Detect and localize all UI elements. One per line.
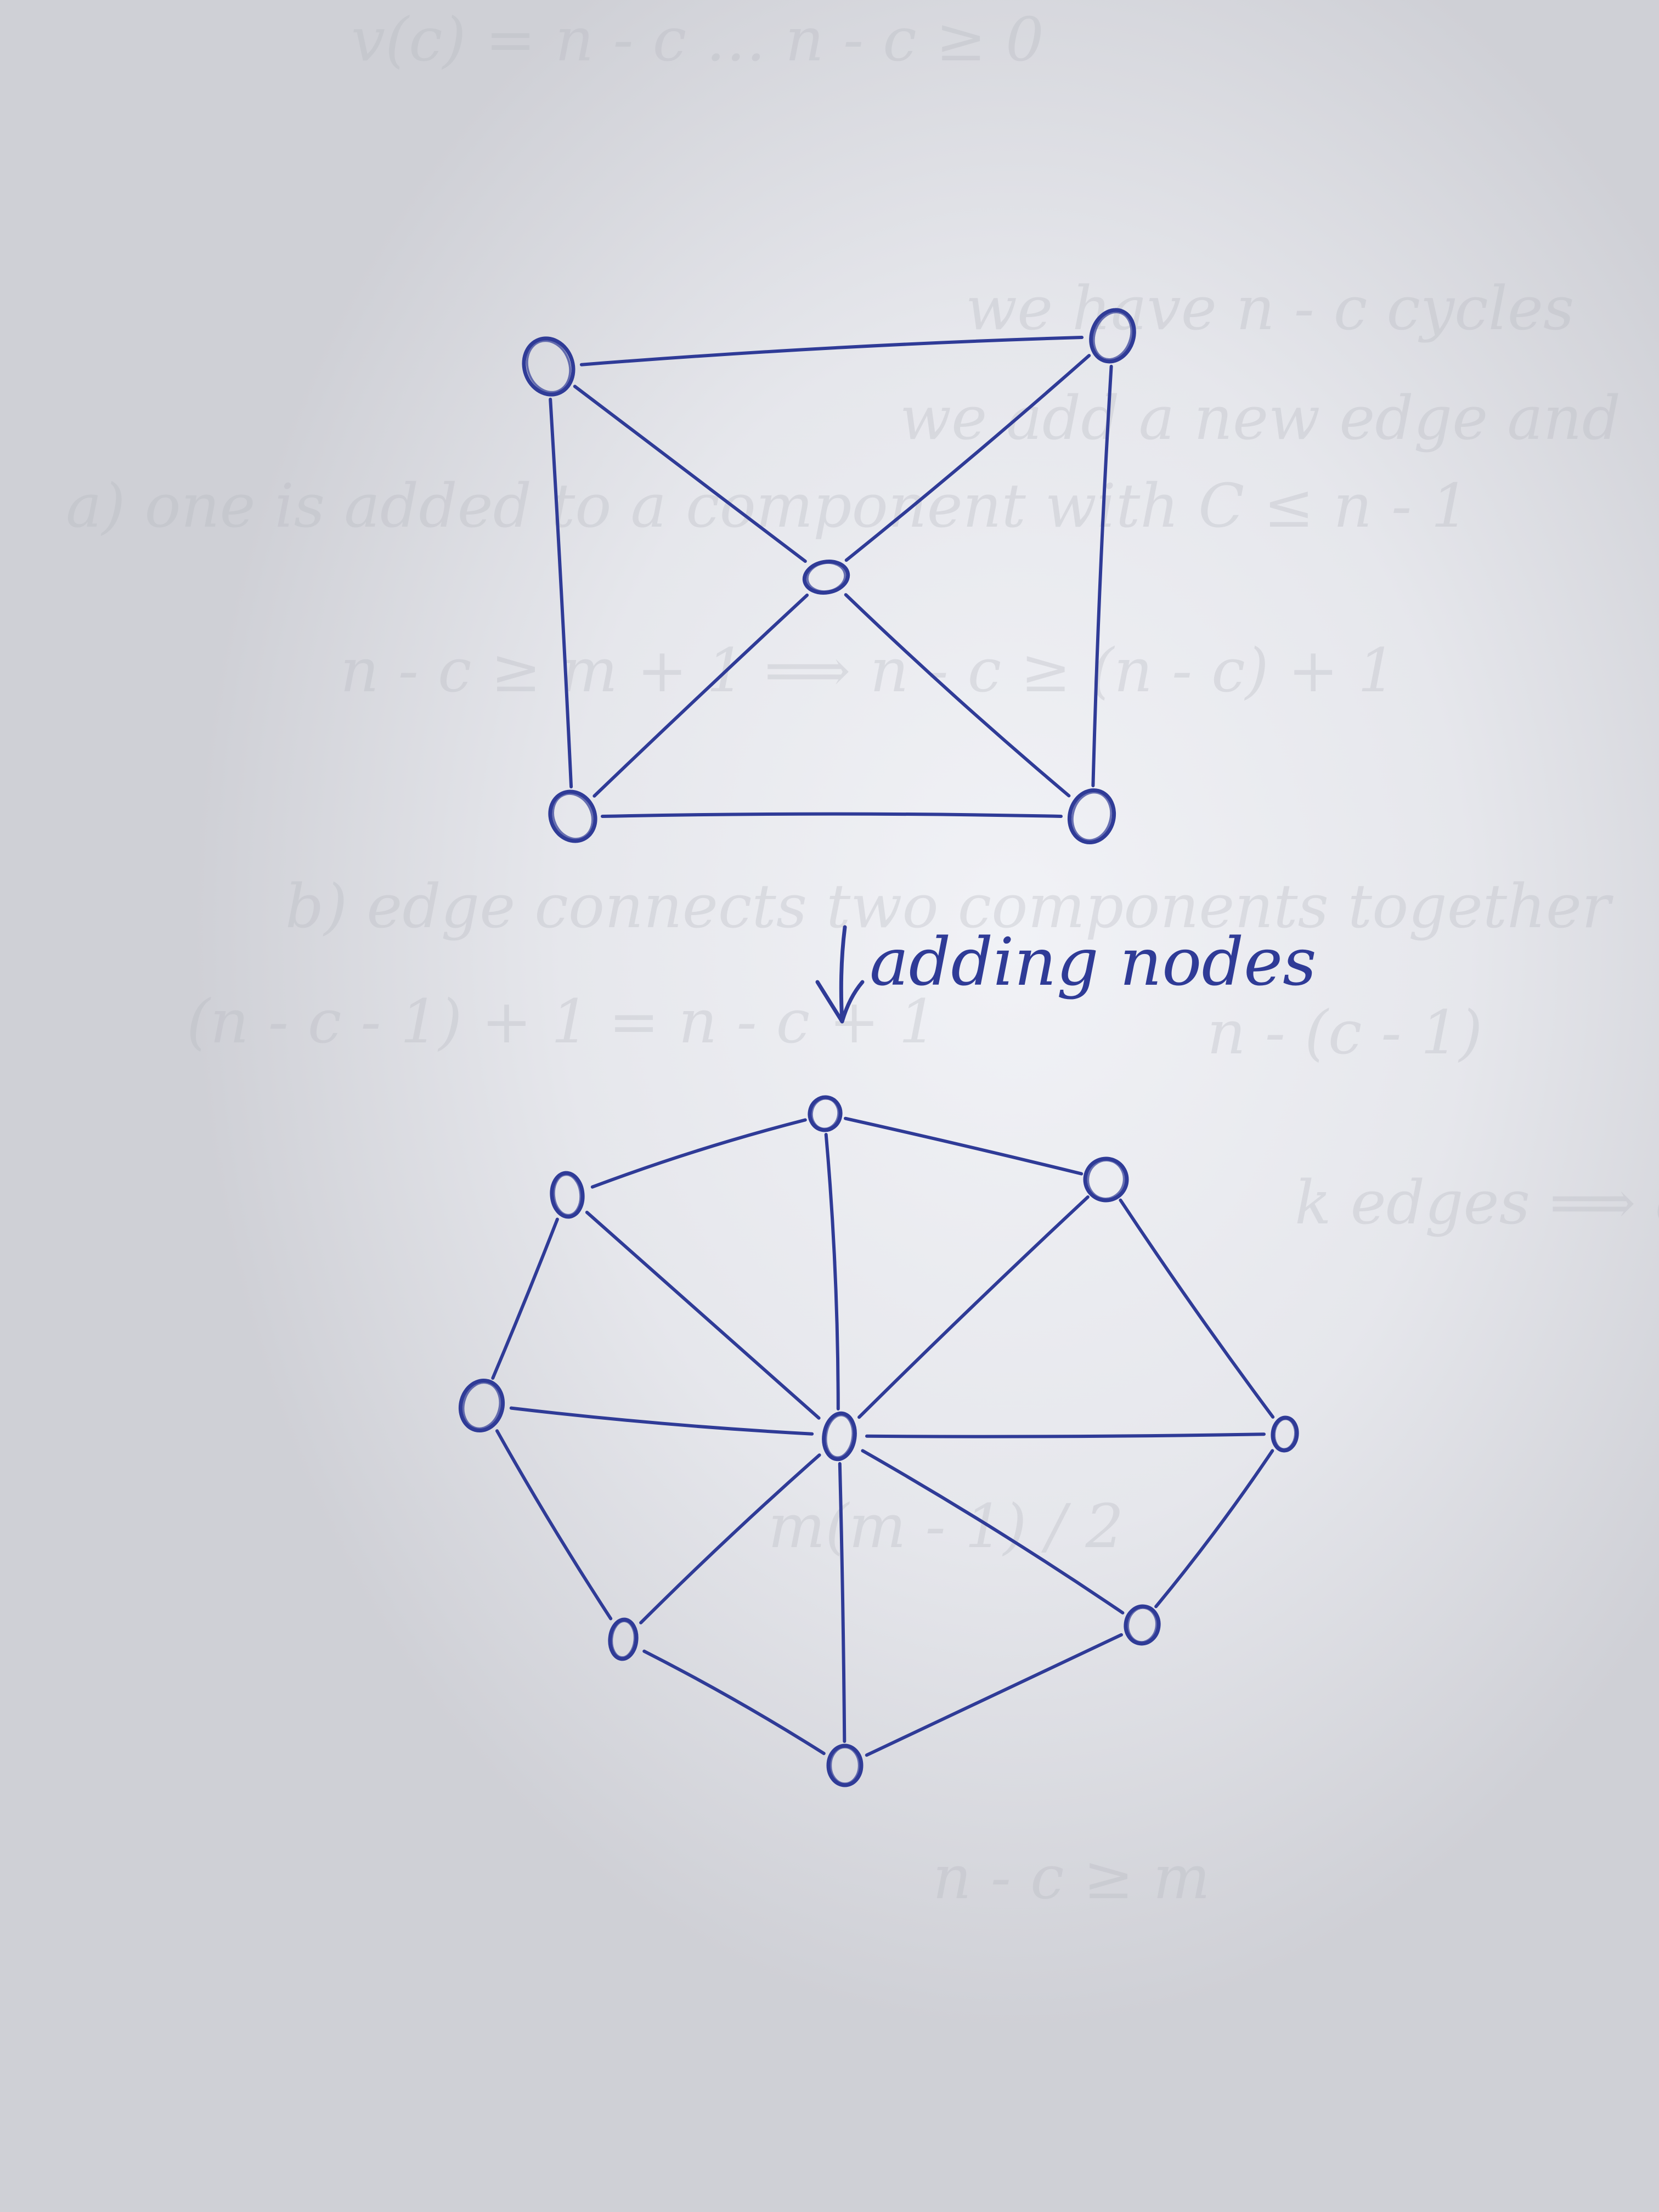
graph-edge bbox=[865, 1633, 1123, 1757]
graph-node-stroke bbox=[810, 1097, 840, 1130]
bleed-through-line: n - c ≥ m bbox=[933, 1842, 1210, 1912]
graph-node bbox=[1271, 1415, 1299, 1453]
graph-node-stroke bbox=[462, 1381, 501, 1430]
graph-edge bbox=[1091, 364, 1113, 788]
square-graph-nodes bbox=[522, 308, 1136, 845]
square-graph-edges bbox=[549, 336, 1113, 818]
graph-edge bbox=[844, 593, 1071, 798]
graph-edge bbox=[824, 1133, 840, 1410]
graph-edge bbox=[592, 593, 809, 798]
graph-node bbox=[1089, 308, 1136, 364]
graph-node bbox=[808, 1095, 843, 1132]
graph-edge bbox=[495, 1429, 613, 1621]
graph-edge bbox=[491, 1217, 559, 1380]
graph-edge bbox=[585, 1210, 821, 1420]
graph-node bbox=[1067, 788, 1116, 845]
graph-node-stroke bbox=[1127, 1606, 1158, 1644]
graph-node-stroke bbox=[806, 561, 847, 593]
graph-edge bbox=[509, 1406, 814, 1436]
graph-edge bbox=[639, 1453, 821, 1624]
graph-node bbox=[548, 789, 597, 843]
wheel-graph-diagram bbox=[458, 1095, 1299, 1787]
wheel-graph-edges bbox=[491, 1116, 1275, 1757]
graph-edge bbox=[1119, 1198, 1275, 1419]
bleed-through-line: we have n - c cycles bbox=[966, 273, 1574, 343]
graph-edge bbox=[642, 1649, 826, 1756]
down-arrow-icon bbox=[815, 925, 865, 1024]
graph-node bbox=[802, 560, 850, 595]
graph-edge bbox=[601, 812, 1063, 818]
graph-node bbox=[458, 1378, 505, 1433]
graph-node-stroke bbox=[1273, 1418, 1297, 1451]
graph-node-stroke bbox=[526, 340, 572, 393]
transition-arrow: adding nodes bbox=[815, 924, 1317, 1024]
graph-node-stroke bbox=[830, 1746, 860, 1785]
bleed-through-line: b) edge connects two components together bbox=[285, 871, 1614, 941]
adding-nodes-label: adding nodes bbox=[870, 924, 1317, 1001]
graph-edge bbox=[865, 1432, 1266, 1438]
bleed-through-line: v(c) = n - c … n - c ≥ 0 bbox=[351, 4, 1044, 75]
graph-edge bbox=[861, 1449, 1125, 1615]
graph-node-stroke bbox=[825, 1414, 854, 1459]
graph-edge bbox=[844, 1116, 1084, 1176]
bleed-through-line: n - c ≥ m + 1 ⟹ n - c ≥ (n - c) + 1 bbox=[340, 635, 1396, 706]
graph-node-stroke bbox=[1071, 791, 1113, 842]
graph-node bbox=[522, 336, 575, 397]
graph-edge bbox=[838, 1462, 847, 1743]
bleed-through-line: n - (c - 1) bbox=[1207, 997, 1482, 1068]
graph-edge bbox=[857, 1195, 1090, 1419]
graph-edge bbox=[579, 336, 1084, 366]
bleed-through-line: k edges ⟹ c + 1 bbox=[1295, 1167, 1659, 1238]
graph-node bbox=[1083, 1156, 1129, 1203]
graph-node bbox=[550, 1171, 585, 1219]
graph-node bbox=[608, 1617, 639, 1661]
graph-node-stroke bbox=[1092, 311, 1133, 360]
square-graph-diagram bbox=[522, 308, 1136, 845]
bleed-through-line: (n - c - 1) + 1 = n - c + 1 bbox=[187, 986, 937, 1057]
graph-node bbox=[822, 1411, 857, 1462]
bleed-through-text: v(c) = n - c … n - c ≥ 0 we have n - c c… bbox=[66, 4, 1659, 1912]
graph-edge bbox=[573, 385, 807, 563]
bleed-through-line: m(m - 1) / 2 bbox=[768, 1491, 1124, 1561]
graph-node bbox=[1124, 1604, 1161, 1646]
wheel-graph-nodes bbox=[458, 1095, 1299, 1787]
graph-node-stroke bbox=[611, 1620, 636, 1659]
graph-edge bbox=[590, 1118, 807, 1189]
graph-edge bbox=[1154, 1449, 1274, 1609]
graph-node-stroke bbox=[1087, 1159, 1125, 1200]
graph-edge bbox=[549, 397, 573, 789]
bleed-through-line: we add a new edge and bbox=[900, 383, 1621, 453]
graph-node-stroke bbox=[552, 792, 594, 840]
graph-edge bbox=[844, 354, 1091, 562]
graph-node bbox=[826, 1743, 864, 1787]
bleed-through-line: a) one is added to a component with C ≤ … bbox=[66, 471, 1469, 541]
graph-node-stroke bbox=[552, 1173, 582, 1216]
